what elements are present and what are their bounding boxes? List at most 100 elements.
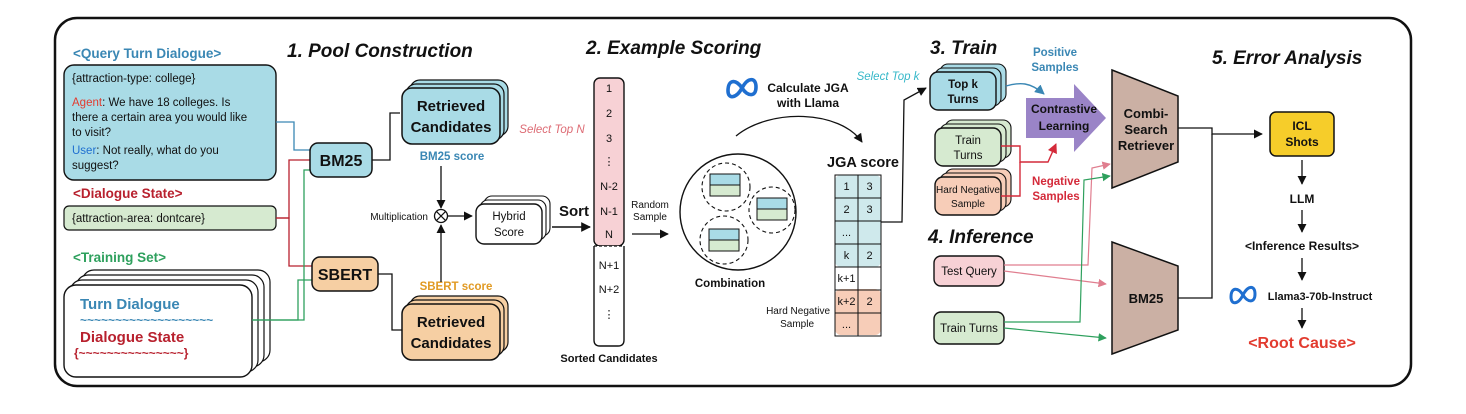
- jga-index-label: 1: [843, 181, 849, 193]
- train-hard-negative-box: [934, 168, 1012, 216]
- train-turns-line2: Turns: [954, 150, 983, 162]
- sorted-candidate-item: ⋮: [604, 309, 615, 321]
- inference-bm25-label: BM25: [1129, 291, 1164, 306]
- top-k-line1: Top k: [948, 79, 978, 91]
- section-title-scoring: 2. Example Scoring: [585, 38, 762, 59]
- random-sample-line2: Sample: [633, 212, 667, 223]
- agent-line-2: there a certain area you would like: [72, 112, 247, 124]
- positive-line2: Samples: [1031, 62, 1078, 74]
- combi-line3: Retriever: [1118, 138, 1174, 153]
- retrieved-bottom-line2: Candidates: [411, 335, 492, 352]
- combination-sets: [699, 162, 796, 265]
- section-title-inference: 4. Inference: [927, 227, 1034, 248]
- combi-line2: Search: [1124, 122, 1167, 137]
- sorted-candidates-caption: Sorted Candidates: [560, 353, 657, 365]
- train-hard-neg-line2: Sample: [951, 199, 985, 210]
- inference-bm25: [1111, 240, 1179, 356]
- jga-score-label: 2: [866, 296, 872, 308]
- sort-label: Sort: [559, 203, 589, 220]
- train-turns-box: [934, 119, 1012, 167]
- combination-caption: Combination: [695, 278, 765, 290]
- user-label: User: [72, 145, 96, 157]
- combi-line1: Combi-: [1124, 106, 1169, 121]
- hybrid-score-box: [475, 195, 551, 245]
- jga-hard-negative-line2: Sample: [780, 319, 814, 330]
- multiplication-label: Multiplication: [370, 212, 428, 223]
- positive-line1: Positive: [1033, 47, 1077, 59]
- user-line-2: suggest?: [72, 160, 119, 172]
- sorted-candidate-item: ⋮: [604, 156, 615, 168]
- contrastive-learning-arrow: [1026, 84, 1106, 152]
- top-k-turns-box: [929, 63, 1007, 111]
- contrastive-line2: Learning: [1039, 119, 1090, 133]
- multiplication-node: [433, 208, 449, 224]
- icl-line1: ICL: [1292, 119, 1311, 133]
- sorted-candidate-item: 1: [606, 83, 612, 95]
- calc-jga-line1: Calculate JGA: [767, 81, 849, 95]
- sorted-column-bottom: [593, 246, 625, 347]
- select-top-k: Select Top k: [857, 71, 921, 83]
- sbert-label: SBERT: [318, 267, 372, 284]
- hybrid-line2: Score: [494, 227, 524, 239]
- bm25-score-label: BM25 score: [420, 151, 485, 163]
- inference-train-turns-label: Train Turns: [940, 323, 998, 335]
- select-top-n: Select Top N: [519, 124, 585, 136]
- dialogue-state-value: {attraction-area: dontcare}: [72, 213, 205, 225]
- svg-text:User: Not really, what do you: User: Not really, what do you: [72, 145, 219, 157]
- jga-index-label: k: [844, 250, 850, 262]
- bm25-label: BM25: [320, 153, 363, 170]
- section-title-error: 5. Error Analysis: [1212, 48, 1362, 69]
- agent-line-3: to visit?: [72, 127, 111, 139]
- top-k-line2: Turns: [947, 94, 978, 106]
- training-set-stack: [63, 269, 271, 378]
- training-tilde-2: {~~~~~~~~~~~~~~~}: [74, 346, 189, 360]
- sorted-candidate-item: 3: [606, 133, 612, 145]
- jga-score-label: 2: [866, 250, 872, 262]
- meta-logo-icon: [726, 77, 758, 99]
- jga-score-label: 3: [866, 181, 872, 193]
- sorted-candidate-item: N-2: [600, 181, 618, 193]
- icl-shots-box: [1269, 111, 1335, 157]
- jga-index-label: k+1: [837, 273, 855, 285]
- sorted-candidate-item: 2: [606, 108, 612, 120]
- jga-index-label: 2: [843, 204, 849, 216]
- train-hard-neg-line1: Hard Negative: [936, 185, 1000, 196]
- sorted-candidate-item: N+2: [599, 284, 620, 296]
- agent-label: Agent: [72, 97, 103, 109]
- combi-search-retriever: [1111, 68, 1179, 190]
- query-type-line: {attraction-type: college}: [72, 73, 196, 85]
- hybrid-line1: Hybrid: [492, 211, 525, 223]
- root-cause: <Root Cause>: [1248, 335, 1356, 352]
- llama-model-label: Llama3-70b-Instruct: [1268, 291, 1373, 303]
- icl-line2: Shots: [1285, 135, 1319, 149]
- negative-line2: Samples: [1032, 191, 1079, 203]
- retrieved-candidates-bottom: [401, 295, 509, 361]
- test-query-label: Test Query: [941, 266, 997, 278]
- svg-text:Agent: We have 18 colleges. Is: Agent: We have 18 colleges. Is: [72, 97, 231, 109]
- jga-score-title: JGA score: [827, 155, 899, 171]
- user-line-1: : Not really, what do you: [96, 145, 219, 157]
- query-title: <Query Turn Dialogue>: [73, 46, 221, 61]
- sorted-candidate-item: N-1: [600, 206, 618, 218]
- jga-score-label: 3: [866, 204, 872, 216]
- random-sample-line1: Random: [631, 200, 669, 211]
- jga-index-label: ...: [842, 319, 851, 331]
- retrieved-top-line2: Candidates: [411, 119, 492, 136]
- training-turn-dialogue: Turn Dialogue: [80, 296, 180, 313]
- jga-hard-negative-line1: Hard Negative: [766, 306, 830, 317]
- negative-line1: Negative: [1032, 176, 1080, 188]
- inference-results: <Inference Results>: [1245, 239, 1359, 253]
- dialogue-state-title: <Dialogue State>: [73, 186, 183, 201]
- training-tilde-1: ~~~~~~~~~~~~~~~~~~~: [80, 313, 213, 327]
- contrastive-line1: Contrastive: [1031, 102, 1097, 116]
- jga-index-label: ...: [842, 227, 851, 239]
- section-title-train: 3. Train: [930, 38, 997, 59]
- agent-line-1: : We have 18 colleges. Is: [102, 97, 231, 109]
- sbert-score-label: SBERT score: [420, 281, 493, 293]
- retrieved-top-line1: Retrieved: [417, 98, 485, 115]
- llm-label: LLM: [1290, 192, 1315, 206]
- section-title-pool: 1. Pool Construction: [287, 41, 473, 62]
- sorted-candidate-item: N+1: [599, 260, 620, 272]
- retrieved-candidates-top: [401, 79, 509, 145]
